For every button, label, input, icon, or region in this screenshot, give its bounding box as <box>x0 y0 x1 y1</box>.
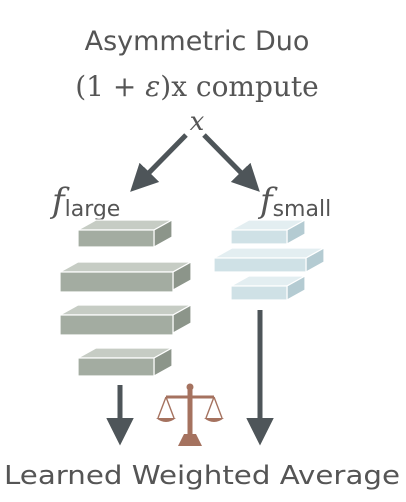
input-label: x <box>190 107 205 137</box>
small-layer <box>228 274 308 302</box>
title-line-2-rest: )x compute <box>160 70 318 103</box>
large-model-stack <box>57 218 194 378</box>
small-model-stack <box>211 218 327 302</box>
f-small-subscript: small <box>273 197 332 222</box>
large-layer <box>75 346 175 378</box>
label-f-small: fsmall <box>257 181 331 222</box>
label-f-large: flarge <box>49 181 120 222</box>
title-line-1: Asymmetric Duo <box>85 26 310 57</box>
large-layer <box>57 260 194 293</box>
title-line-2-open: (1 + <box>75 70 145 103</box>
balance-scale-icon <box>156 383 224 446</box>
arrow-to-small <box>202 133 260 192</box>
small-layer <box>228 218 308 246</box>
arrow-to-large <box>130 133 188 192</box>
large-layer <box>75 218 175 249</box>
f-large-subscript: large <box>65 197 121 222</box>
small-layer <box>211 246 327 274</box>
title-line-2: (1 + ε)x compute <box>75 70 319 103</box>
epsilon-symbol: ε <box>145 70 160 103</box>
large-layer <box>57 303 194 336</box>
output-label: Learned Weighted Average <box>4 461 400 491</box>
